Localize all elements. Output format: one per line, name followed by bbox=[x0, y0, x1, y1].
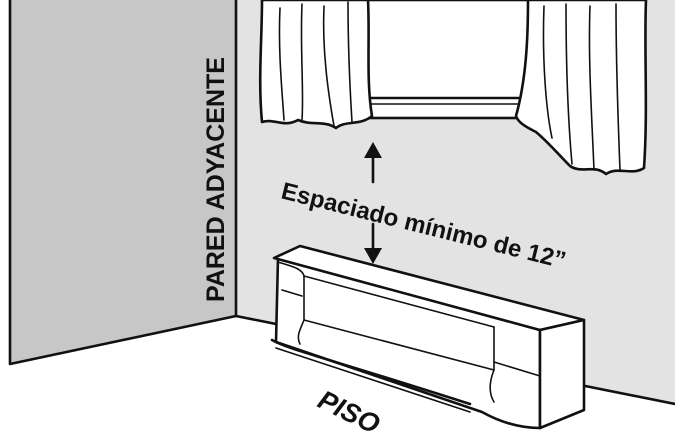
adjacent-wall-outline bbox=[8, 0, 238, 366]
clearance-arrows bbox=[364, 142, 382, 264]
baseboard-heater bbox=[270, 244, 586, 430]
adjacent-wall-label: PARED ADYACENTE bbox=[202, 57, 230, 302]
adjacent-wall bbox=[10, 0, 236, 364]
window bbox=[364, 0, 534, 120]
up-arrow-icon bbox=[364, 142, 382, 184]
right-curtain bbox=[514, 0, 648, 176]
down-arrow-icon bbox=[364, 222, 382, 264]
window-frame bbox=[364, 0, 534, 120]
left-curtain bbox=[258, 0, 374, 130]
